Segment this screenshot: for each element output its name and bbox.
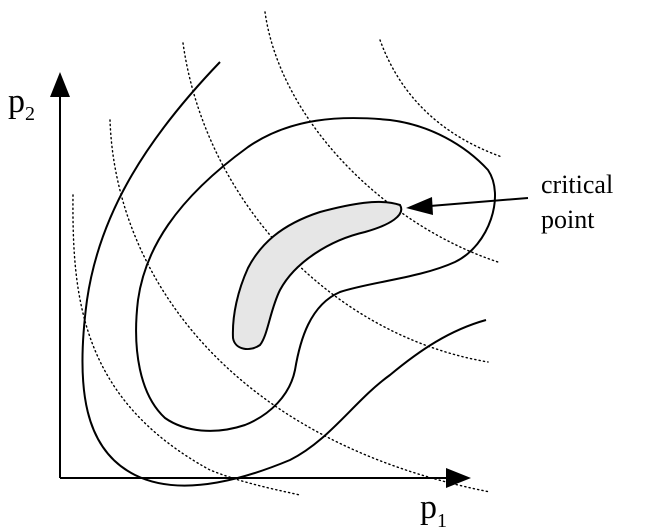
critical-point-pointer [406,197,529,215]
pointer-line [429,197,529,207]
dotted-curves [72,11,503,496]
middle-contour [135,117,496,432]
dotted-curve [264,11,499,263]
solid-contours [81,61,496,487]
dotted-curve [182,42,489,363]
labels: p2 p1 critical point [8,83,613,531]
axes [50,72,471,488]
dotted-curve [109,119,491,493]
dotted-curve [379,39,503,158]
y-axis-arrowhead [50,72,70,97]
annotation-line-1: critical [541,170,613,199]
annotation-line-2: point [541,205,595,234]
outer-contour [81,61,487,487]
pointer-arrowhead [406,197,433,215]
y-axis-label: p2 [8,83,35,125]
x-axis-label: p1 [420,489,447,531]
critical-region [231,200,403,351]
x-axis-arrowhead [446,468,471,488]
dotted-curve [72,194,301,496]
